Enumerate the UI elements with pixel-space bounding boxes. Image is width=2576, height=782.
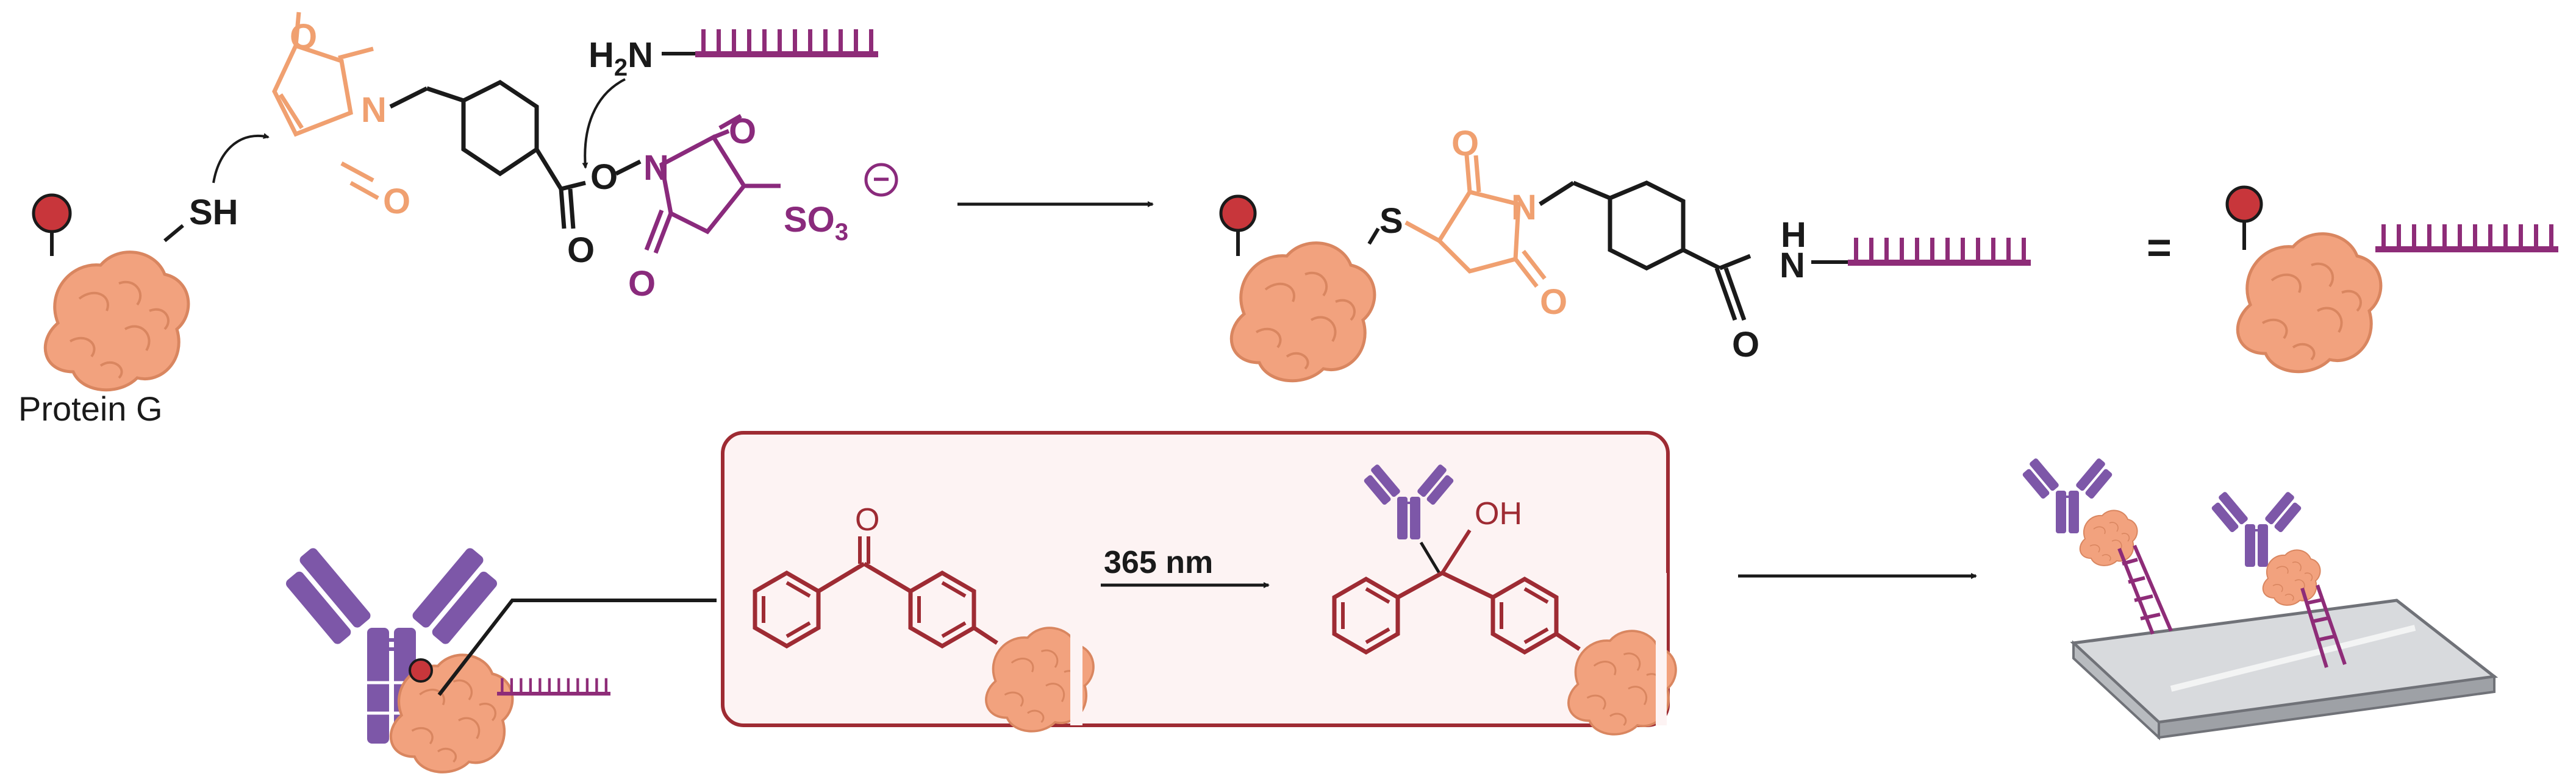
immobilized-antibody-2: [2207, 489, 2347, 668]
amide-h: H: [1781, 215, 1806, 255]
conjugate-product: [1219, 194, 1380, 381]
curved-arrow-thiol: [212, 133, 270, 183]
maleimide-o-top: O: [290, 17, 317, 57]
equals-sign: =: [2147, 224, 2172, 271]
cyclohexane-linker: [389, 79, 586, 229]
product-o-bottom: O: [1540, 282, 1567, 322]
maleimide-o-bottom: O: [383, 182, 410, 221]
succinimide-ring: [1404, 155, 1547, 288]
antibody-with-conjugate: [278, 546, 717, 772]
immobilized-antibody-1: [2018, 456, 2173, 635]
charge-label: −: [873, 163, 890, 196]
photocrosslink-inset: [721, 431, 1670, 727]
glass-surface: [2070, 599, 2499, 741]
dna-strand-top: [695, 29, 878, 57]
protein-g-reactant: SH Protein G: [18, 193, 238, 428]
nhs-o-top: O: [729, 112, 756, 151]
nhs-ester: [644, 113, 781, 254]
curved-arrow-amine: [582, 78, 626, 169]
thioether-s: S: [1379, 201, 1403, 241]
benzophenone: [755, 536, 1095, 733]
maleimide-group: [272, 12, 374, 137]
amine-label: H2N: [589, 35, 653, 81]
hydroxyl-label: OH: [1475, 496, 1522, 531]
amide-o: O: [1732, 325, 1759, 364]
maleimide-n: N: [361, 90, 387, 130]
crosslinked-product: [1334, 462, 1677, 736]
protein-name-label: Protein G: [18, 389, 163, 428]
red-tag-icon: [32, 193, 72, 233]
sulfonate-label: SO3: [784, 200, 848, 246]
dna-strand-product: [1848, 238, 2031, 266]
simplified-conjugate: [2225, 185, 2558, 372]
wavelength-label: 365 nm: [1104, 545, 1213, 580]
nhs-n: N: [643, 148, 669, 188]
product-n: N: [1511, 188, 1537, 227]
nhs-o-bottom: O: [628, 264, 656, 304]
benzophenone-o: O: [855, 502, 879, 538]
carbonyl-o: O: [567, 230, 595, 270]
amide-n: N: [1780, 246, 1805, 285]
product-o-top: O: [1451, 124, 1479, 163]
thiol-label: SH: [189, 193, 238, 232]
product-cyclohexane: [1539, 180, 1751, 321]
ester-o: O: [590, 157, 618, 197]
